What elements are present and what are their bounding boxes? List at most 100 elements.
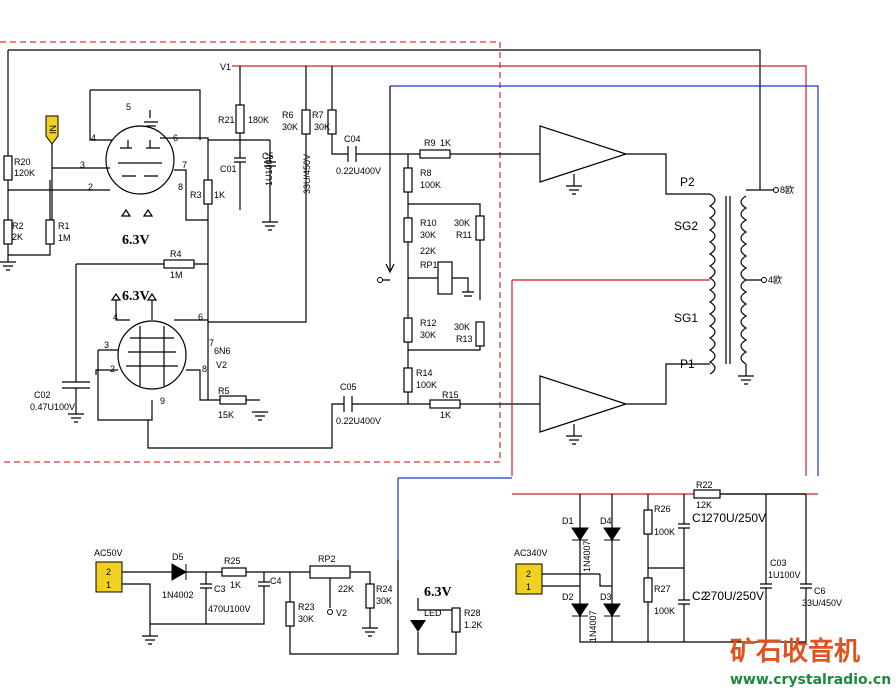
r8-resistor xyxy=(403,167,413,193)
ac50-pin2: 2 xyxy=(106,567,111,577)
rp1-input-node xyxy=(377,277,383,283)
r27-resistor xyxy=(643,577,653,603)
r21-value: 180K xyxy=(248,115,269,125)
r8-value: 100K xyxy=(420,180,441,190)
heater-pins-icon xyxy=(120,208,154,217)
red-rail xyxy=(232,65,807,476)
r22-value: 12K xyxy=(696,500,712,510)
lower-amplifier xyxy=(539,375,628,433)
top-rail xyxy=(8,49,761,190)
v2-tube xyxy=(117,320,187,390)
r2-resistor xyxy=(3,219,13,245)
blue-rail xyxy=(390,85,819,476)
r5-value: 15K xyxy=(218,410,234,420)
r15-value: 1K xyxy=(440,410,451,420)
r28-label: R28 xyxy=(464,608,481,618)
v2-supply-node xyxy=(327,609,333,615)
r2-value: 2K xyxy=(12,232,23,242)
rp1-potentiometer xyxy=(437,261,453,295)
r25-label: R25 xyxy=(224,556,241,566)
r3-label: R3 xyxy=(190,190,202,200)
c2-value: 270U/250V xyxy=(704,589,764,603)
r1-value: 1M xyxy=(58,233,71,243)
d3-value: 1N4007 xyxy=(588,610,598,642)
r21-label: R21 xyxy=(218,115,235,125)
r11-label: R11 xyxy=(456,230,472,240)
v2-label: V2 xyxy=(216,360,227,370)
rp1-label: RP1 xyxy=(420,260,438,270)
r26-label: R26 xyxy=(654,504,671,514)
ac50-pin1: 1 xyxy=(106,580,111,590)
ac340-label: AC340V xyxy=(514,548,548,558)
d4-value: 1N4007 xyxy=(582,540,592,572)
r3-resistor xyxy=(203,179,213,205)
c1-value: 270U/250V xyxy=(706,511,766,525)
r28-value: 1.2K xyxy=(464,620,483,630)
c4-label: C4 xyxy=(270,576,282,586)
c6-value: 33U/450V xyxy=(802,598,842,608)
r28-resistor xyxy=(451,607,461,633)
led-label: LED xyxy=(424,608,442,618)
input-arrow-icon xyxy=(45,115,59,145)
led-icon xyxy=(410,620,426,632)
r23-label: R23 xyxy=(298,602,315,612)
v2-pin9: 9 xyxy=(160,396,165,406)
r27-value: 100K xyxy=(654,606,675,616)
r9-label: R9 xyxy=(424,138,436,148)
ac50-connector xyxy=(95,561,123,593)
v2-pin6: 6 xyxy=(198,312,203,322)
d4-label: D4 xyxy=(600,516,612,526)
p1-label: P1 xyxy=(680,357,695,371)
c5-value: 33U/450V xyxy=(302,154,312,194)
r1-label: R1 xyxy=(58,221,70,231)
v2-pin8: 8 xyxy=(202,364,207,374)
c04-label: C04 xyxy=(344,134,361,144)
r14-resistor xyxy=(403,367,413,393)
secondary-winding xyxy=(740,195,748,365)
d2-label: D2 xyxy=(562,592,574,602)
ac340-pin2: 2 xyxy=(526,569,531,579)
v1-pin7: 7 xyxy=(182,160,187,170)
r13-value: 30K xyxy=(454,322,470,332)
v1-pin3: 3 xyxy=(80,160,85,170)
r24-resistor xyxy=(365,583,375,609)
v1-pin4: 4 xyxy=(91,133,96,143)
d5-value: 1N4002 xyxy=(162,590,194,600)
r11-resistor xyxy=(475,215,485,241)
r20-value: 120K xyxy=(14,168,35,178)
c05-label: C05 xyxy=(340,382,357,392)
r7-value: 30K xyxy=(314,122,330,132)
d4-diode xyxy=(603,527,621,541)
r27-label: R27 xyxy=(654,584,671,594)
c01-value: 1U100V xyxy=(264,153,274,186)
v2-pin4: 4 xyxy=(113,312,118,322)
r6-label: R6 xyxy=(282,110,294,120)
r25-resistor xyxy=(221,567,247,577)
r4-value: 1M xyxy=(170,270,183,280)
v2-pin2: 2 xyxy=(110,364,115,374)
rp1-value: 22K xyxy=(420,246,436,256)
out-4ohm-terminal xyxy=(761,277,767,283)
r12-value: 30K xyxy=(420,330,436,340)
v2-pin7: 7 xyxy=(209,338,214,348)
r4-label: R4 xyxy=(170,249,182,259)
v1-pin2: 2 xyxy=(88,182,93,192)
upper-amplifier xyxy=(539,125,628,183)
p2-label: P2 xyxy=(680,175,695,189)
c1-label: C1 xyxy=(692,511,708,525)
r24-label: R24 xyxy=(376,584,393,594)
r26-resistor xyxy=(643,509,653,535)
r14-value: 100K xyxy=(416,380,437,390)
rp2-label: RP2 xyxy=(318,554,336,564)
heater-led-label: 6.3V xyxy=(424,585,452,600)
d1-diode xyxy=(571,527,589,541)
r24-value: 30K xyxy=(376,596,392,606)
r7-label: R7 xyxy=(312,110,324,120)
r22-label: R22 xyxy=(696,480,713,490)
v2-supply-label: V2 xyxy=(336,608,347,618)
c03-label: C03 xyxy=(770,558,787,568)
heater-mid-label: 6.3V xyxy=(122,289,150,304)
rp2-potentiometer xyxy=(309,565,351,579)
